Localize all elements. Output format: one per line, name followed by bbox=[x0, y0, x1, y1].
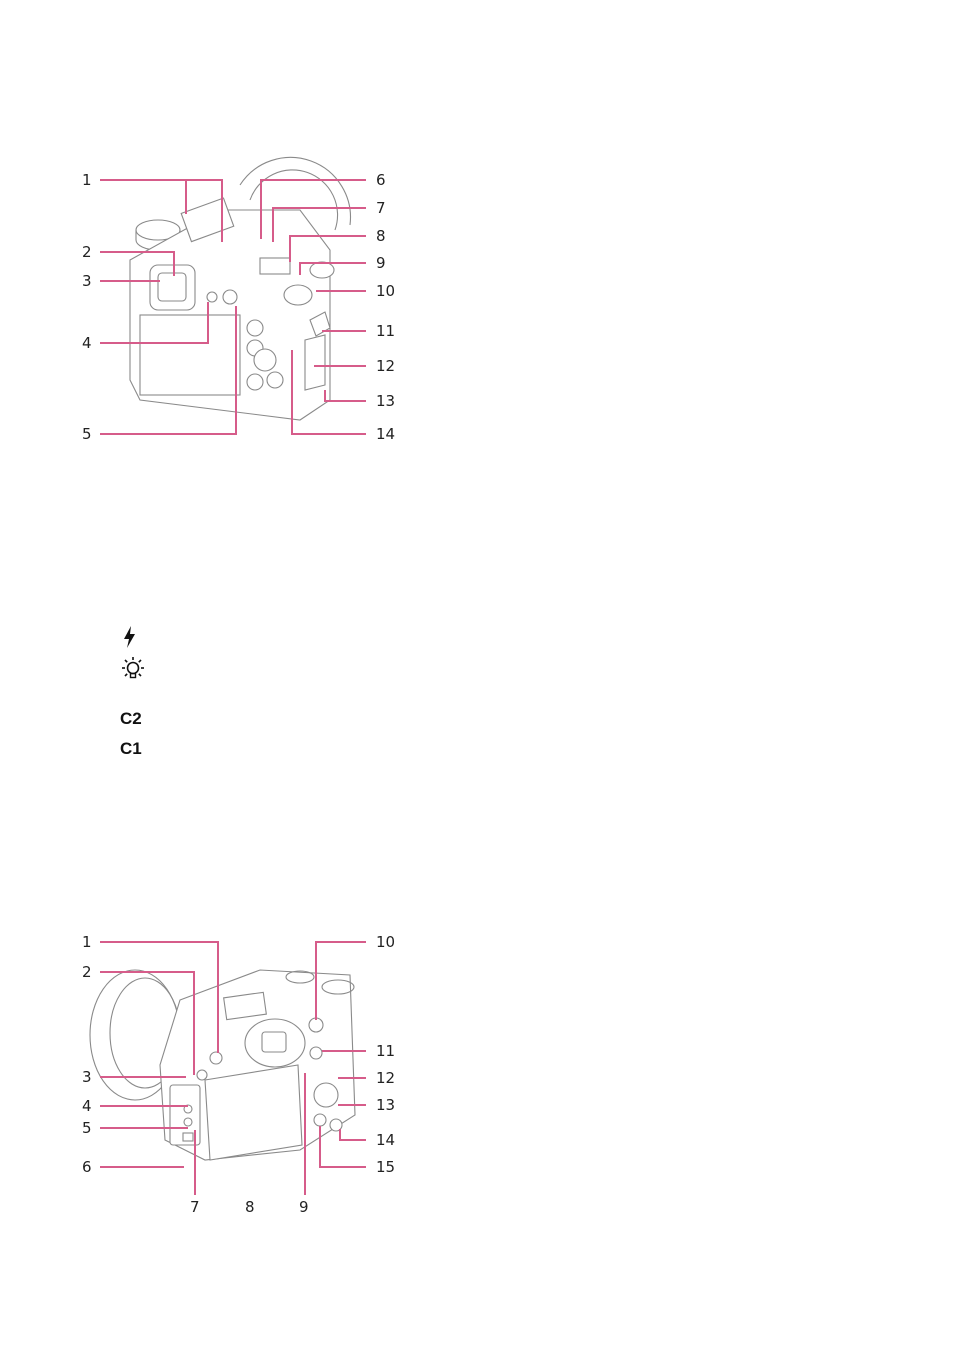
top-callout-2: 2 bbox=[82, 243, 92, 261]
bottom-callout-3: 3 bbox=[82, 1068, 92, 1086]
flash-icon bbox=[120, 624, 180, 650]
top-callout-10: 10 bbox=[376, 282, 395, 300]
bottom-callout-labels: 1 2 3 4 5 6 7 8 9 10 11 12 13 14 15 bbox=[82, 933, 395, 1216]
bottom-callout-8: 8 bbox=[245, 1198, 255, 1216]
bottom-callout-10: 10 bbox=[376, 933, 395, 951]
top-callout-5: 5 bbox=[82, 425, 92, 443]
top-callout-12: 12 bbox=[376, 357, 395, 375]
custom-2-text: C2 bbox=[120, 709, 142, 728]
camera-rear-view-illustration: 1 2 3 4 5 6 7 8 9 10 11 12 13 14 15 bbox=[82, 933, 395, 1216]
bottom-callout-7: 7 bbox=[190, 1198, 200, 1216]
bottom-callout-13: 13 bbox=[376, 1096, 395, 1114]
camera-top-view-diagram: 1 2 3 4 5 6 7 8 9 10 11 12 13 14 bbox=[0, 150, 954, 460]
camera-rear-view-diagram: 1 2 3 4 5 6 7 8 9 10 11 12 13 14 15 bbox=[0, 915, 954, 1225]
bottom-callout-2: 2 bbox=[82, 963, 92, 981]
camera-top-view-illustration: 1 2 3 4 5 6 7 8 9 10 11 12 13 14 bbox=[82, 156, 395, 443]
top-callout-labels: 1 2 3 4 5 6 7 8 9 10 11 12 13 14 bbox=[82, 171, 395, 443]
bottom-callout-9: 9 bbox=[299, 1198, 309, 1216]
top-callout-4: 4 bbox=[82, 334, 92, 352]
top-callout-9: 9 bbox=[376, 254, 386, 272]
bottom-leader-lines bbox=[100, 941, 366, 1195]
bottom-callout-4: 4 bbox=[82, 1097, 92, 1115]
top-callout-1: 1 bbox=[82, 171, 92, 189]
custom-1-text: C1 bbox=[120, 739, 142, 758]
camera-body-sketch bbox=[129, 156, 352, 421]
bottom-callout-1: 1 bbox=[82, 933, 92, 951]
custom-2-label: C2 bbox=[120, 706, 180, 732]
bottom-callout-6: 6 bbox=[82, 1158, 92, 1176]
bottom-callout-12: 12 bbox=[376, 1069, 395, 1087]
top-leader-lines bbox=[100, 179, 366, 435]
bottom-callout-11: 11 bbox=[376, 1042, 395, 1060]
bottom-callout-14: 14 bbox=[376, 1131, 395, 1149]
top-callout-7: 7 bbox=[376, 199, 386, 217]
top-callout-11: 11 bbox=[376, 322, 395, 340]
bottom-callout-15: 15 bbox=[376, 1158, 395, 1176]
top-callout-8: 8 bbox=[376, 227, 386, 245]
top-callout-6: 6 bbox=[376, 171, 386, 189]
top-callout-14: 14 bbox=[376, 425, 395, 443]
brightness-icon bbox=[120, 656, 180, 682]
bottom-callout-5: 5 bbox=[82, 1119, 92, 1137]
top-callout-13: 13 bbox=[376, 392, 395, 410]
custom-1-label: C1 bbox=[120, 736, 180, 762]
top-callout-3: 3 bbox=[82, 272, 92, 290]
camera-rear-body-sketch bbox=[89, 969, 356, 1161]
